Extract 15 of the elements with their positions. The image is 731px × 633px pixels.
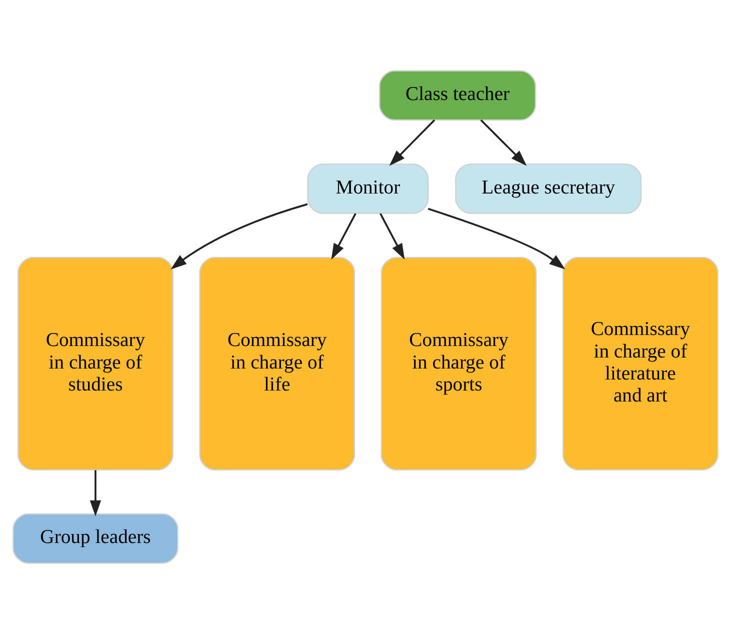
node-box: Class teacher xyxy=(379,70,536,120)
arrow xyxy=(428,207,566,269)
arrow xyxy=(170,202,308,269)
arrow xyxy=(331,212,356,260)
arrow xyxy=(480,118,527,166)
node-box: Commissary in charge of life xyxy=(199,256,356,470)
arrow xyxy=(380,212,405,260)
node-box: Monitor xyxy=(307,163,429,214)
node-box: Commissary in charge of studies xyxy=(18,256,174,470)
node-box: League secretary xyxy=(455,163,642,214)
node-box: Commissary in charge of sports xyxy=(380,256,537,470)
node-box: Group leaders xyxy=(12,512,178,564)
arrow xyxy=(389,118,436,166)
arrow xyxy=(90,470,102,516)
node-box: Commissary in charge of literature and art xyxy=(562,256,718,470)
